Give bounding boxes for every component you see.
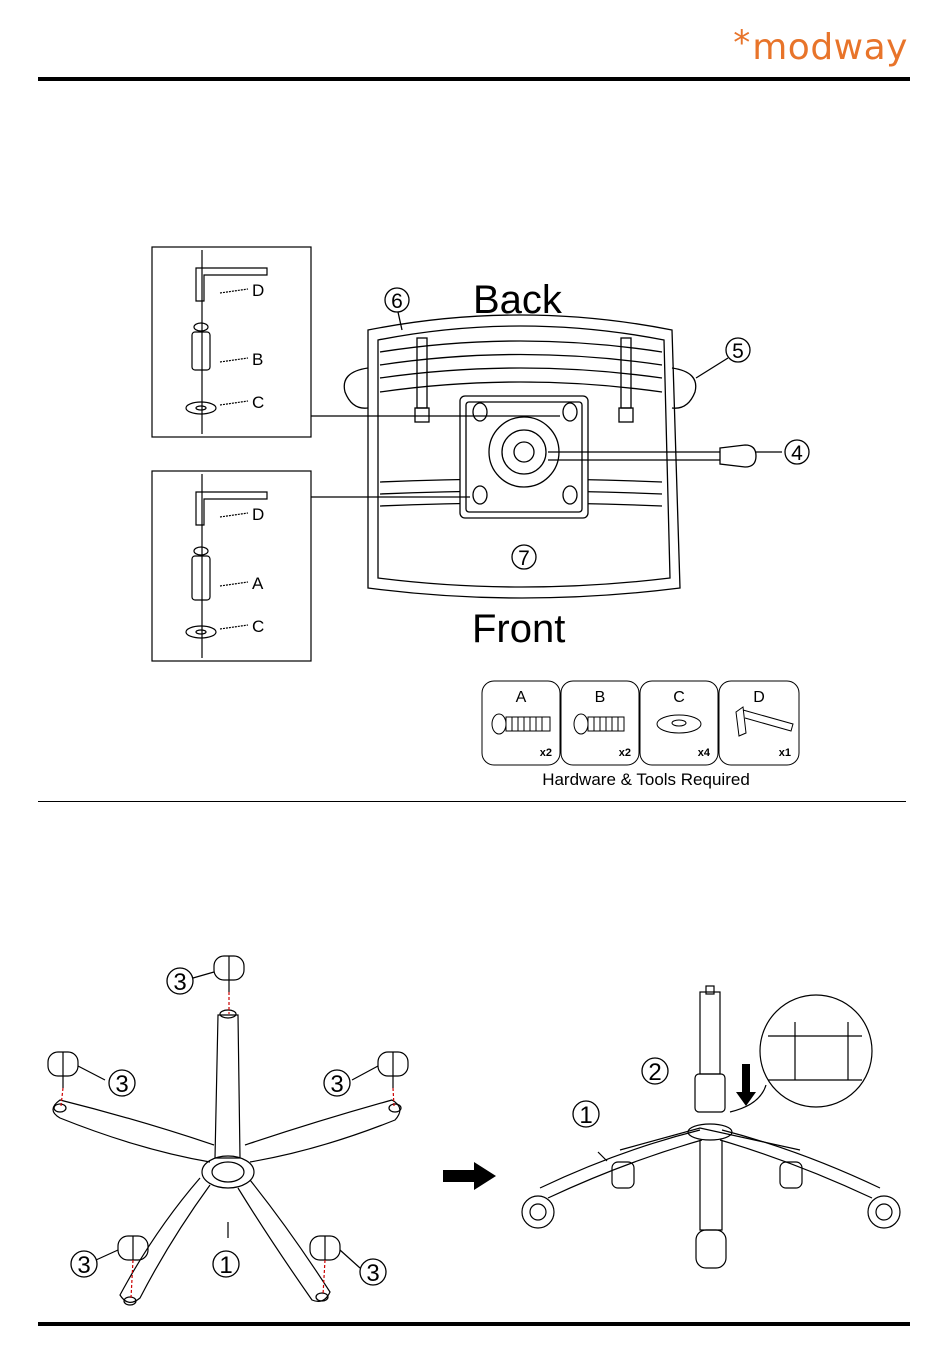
washer-icon [657, 715, 701, 733]
detail-label-b: B [252, 350, 263, 369]
short-bolt-icon [574, 714, 624, 734]
detail-label-c-bottom: C [252, 617, 264, 636]
caster-callout-bottom-left: 3 [77, 1252, 90, 1279]
hardware-letter-a: A [516, 689, 527, 706]
armrest-bracket-left [344, 368, 368, 408]
next-step-arrow-icon [443, 1162, 496, 1190]
hardware-panel: A B C D x2 x2 x4 x1 Hardware & Tools Req… [482, 681, 799, 789]
detail-label-c-top: C [252, 393, 264, 412]
caster-left [48, 1052, 78, 1088]
hardware-title: Hardware & Tools Required [542, 770, 750, 789]
caster-bottom-left [118, 1236, 148, 1260]
hardware-letter-c: C [673, 689, 685, 706]
caster-callout-top: 3 [173, 969, 186, 996]
caster-top [214, 956, 244, 992]
gas-cylinder [700, 992, 720, 1074]
seat-assembly-diagram: D B C D A C Back Front 6 5 4 7 [0, 0, 950, 800]
caster-right [378, 1052, 408, 1088]
detail-label-d-bottom: D [252, 505, 264, 524]
callout-4: 4 [791, 442, 803, 465]
section-divider [38, 801, 906, 802]
caster-callout-bottom-right: 3 [366, 1260, 379, 1287]
base-callout-right: 1 [579, 1102, 592, 1129]
hardware-qty-b: x2 [619, 747, 631, 759]
detail-bolt-a [192, 556, 210, 600]
hardware-letter-b: B [595, 689, 606, 706]
label-back: Back [473, 278, 563, 322]
base-hub [202, 1156, 254, 1188]
hardware-qty-d: x1 [779, 747, 791, 759]
lever-knob [720, 445, 756, 467]
cylinder-callout: 2 [648, 1059, 661, 1086]
armrest-bracket-right [672, 368, 696, 408]
label-front: Front [472, 607, 565, 651]
cylinder-collar [695, 1074, 725, 1112]
detail-washer-bottom [186, 626, 216, 638]
insert-down-arrow-icon [736, 1064, 756, 1106]
detail-label-d-top: D [252, 281, 264, 300]
callout-5: 5 [732, 340, 744, 363]
zoom-detail-bubble [760, 995, 872, 1107]
footer-rule [38, 1322, 910, 1326]
allen-key-icon [736, 707, 793, 736]
base-assembly-diagram: 3 3 3 3 3 1 [0, 940, 950, 1320]
caster-callout-right: 3 [330, 1071, 343, 1098]
long-bolt-icon [492, 714, 550, 734]
hardware-letter-d: D [753, 689, 765, 706]
mechanism-plate [460, 396, 588, 518]
caster-callout-left: 3 [115, 1071, 128, 1098]
callout-7: 7 [518, 547, 530, 570]
detail-label-a: A [252, 574, 264, 593]
detail-washer-top [186, 402, 216, 414]
caster-bottom-right [310, 1236, 340, 1260]
callout-6: 6 [391, 290, 403, 313]
detail-bolt-b [192, 332, 210, 370]
base-callout: 1 [219, 1252, 232, 1279]
hardware-qty-c: x4 [698, 747, 711, 759]
hardware-qty-a: x2 [540, 747, 552, 759]
